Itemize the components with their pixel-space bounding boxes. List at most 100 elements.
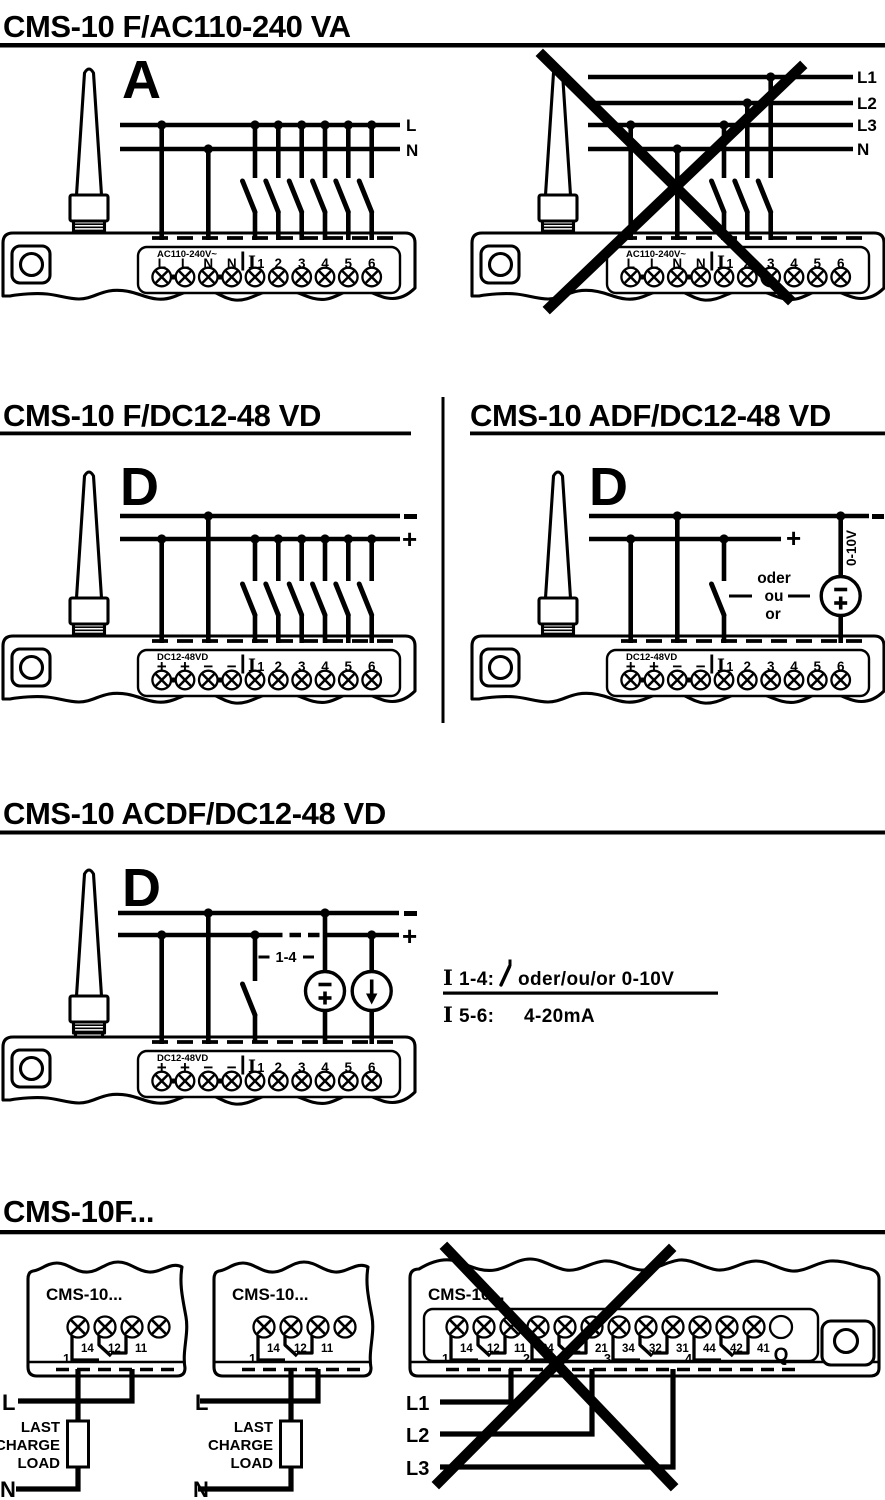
section-title: CMS-10 ACDF/DC12-48 VD [3,796,386,831]
title-underline [470,431,885,436]
fragment-wide-wrong: CMS-10... 14 12 11 24 22 21 34 32 31 44 … [406,1241,881,1492]
variant-letter: D [589,457,628,517]
fragment-load-no: L N LAST CHARGE LOAD [0,1262,187,1500]
prohibited-cross-icon [535,48,808,315]
source-range-label: 0-10V [844,530,859,566]
range-callout: 1-4 [258,950,314,966]
input-wires [626,511,846,643]
contact-label: 34 [622,1343,635,1355]
section-title: CMS-10 F/DC12-48 VD [3,398,321,433]
mini-switch-icon [499,959,512,987]
relay-group-number: 1 [442,1352,449,1366]
neutral-wire [198,1467,294,1492]
contact-label: 44 [703,1343,716,1355]
contact-label: 31 [676,1343,689,1355]
mounting-hole [832,1327,860,1355]
or-word: or [765,606,781,623]
voltage-source-icon [819,574,862,618]
section-dc12-48: CMS-10 F/DC12-48 VD CMS-10 ADF/DC12-48 V… [0,397,885,723]
phase-wire [440,1369,676,1470]
legend-range: 1-4: [459,969,494,990]
title-underline [0,43,885,48]
neutral-wire [16,1467,81,1492]
load-label: CHARGE [208,1437,273,1454]
diagram-dc-adf: D + 0-10V oder [470,457,885,706]
rail-label: + [402,524,417,554]
section-ac110-240: CMS-10 F/AC110-240 VA A L N [0,9,885,315]
section-title: CMS-10 ADF/DC12-48 VD [470,398,831,433]
rail-label-minus-icon [404,911,417,916]
phase-label: L [195,1390,208,1415]
voltage-source: 0-10V [819,516,862,643]
load-label: LAST [21,1419,60,1436]
diagram-ac-wrong: L1 L2 L3 N [470,48,885,315]
load-label: LAST [234,1419,273,1436]
phase-label: L3 [406,1458,429,1480]
voltage-source [303,913,347,1044]
rail-label: L1 [857,68,877,87]
load-label: LOAD [231,1455,274,1472]
fragment-load-nc: L N LAST CHARGE LOAD [193,1262,373,1500]
rail-label: + [402,921,417,951]
title-underline [0,830,885,835]
or-word: oder [757,570,791,587]
variant-letter: A [122,50,161,110]
diagram-dc-acdf: D + 1-4 [1,858,718,1107]
phase-label: L1 [406,1393,429,1415]
phase-wire [440,1369,514,1405]
contact-label: 42 [730,1343,743,1355]
q-label: Q [774,1345,789,1366]
load-label: LOAD [18,1455,61,1472]
input-legend: I 1-4: oder/ou/or 0-10V I 5-6: 4-20mA [443,959,718,1027]
input-wires [157,908,377,1044]
load-box [279,1419,303,1469]
rail-label: L [406,116,416,135]
rail-label: N [406,141,418,160]
arrow-down-icon [366,993,378,1005]
relay-group-number: 3 [604,1352,611,1366]
input-symbol: I [443,965,453,990]
rail-label-minus-icon [872,514,884,519]
range-label: 1-4 [276,950,297,966]
or-word: ou [765,588,784,605]
relay-group-number: 2 [523,1352,530,1366]
rail-label: N [857,140,869,159]
phase-wire [200,1369,321,1404]
variant-letter: D [122,858,161,918]
section-title: CMS-10 F/AC110-240 VA [3,9,351,44]
load-label: CHARGE [0,1437,60,1454]
rail-label: L3 [857,116,877,135]
diagram-ac-correct: A L N [1,50,418,303]
q-terminal [768,1314,794,1340]
legend-text: 4-20mA [524,1006,595,1027]
rail-label-minus-icon [404,514,417,519]
voltage-source-icon [303,969,347,1013]
rail-label: + [786,523,801,553]
legend-text: oder/ou/or 0-10V [518,969,674,990]
or-words: oder ou or [729,570,810,623]
phase-label: L2 [406,1425,429,1447]
diagram-dc-f: D + [1,457,417,706]
section-title: CMS-10F... [3,1194,154,1229]
input-symbol: I [443,1002,453,1027]
variant-letter: D [120,457,159,517]
rail-label: L2 [857,94,877,113]
contact-label: 12 [487,1343,500,1355]
contact-label: 32 [649,1343,662,1355]
input-wires [157,511,377,643]
section-relay-outputs: CMS-10F... L N LAST CHARGE LOAD L N LAST… [0,1194,885,1500]
section-divider [441,397,445,723]
phase-label: L [2,1390,15,1415]
relay-group-number: 4 [685,1352,692,1366]
section-dc12-48-acdf: CMS-10 ACDF/DC12-48 VD D + [0,796,885,1107]
contact-label: 11 [514,1343,527,1355]
contact-label: 41 [757,1343,770,1355]
title-underline [0,431,411,436]
current-source [350,935,393,1044]
phase-label: N [0,1477,16,1500]
phase-wire [18,1369,135,1404]
legend-divider [443,991,718,995]
load-box [66,1419,90,1469]
title-underline [0,1230,885,1235]
